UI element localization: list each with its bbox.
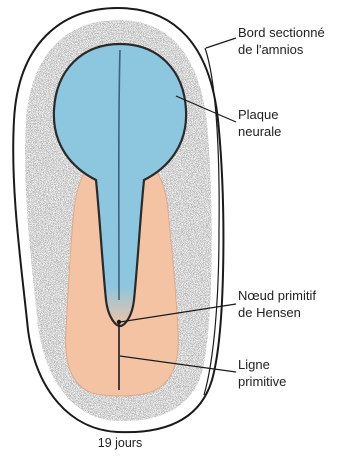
label-amnion-edge: Bord sectionné de l'amnios <box>238 24 325 58</box>
label-hensen-node-line1: Nœud primitif <box>238 287 316 304</box>
label-primitive-line-line2: primitive <box>238 373 286 390</box>
label-hensen-node: Nœud primitif de Hensen <box>238 287 316 321</box>
label-neural-plate: Plaque neurale <box>238 106 281 140</box>
label-primitive-line-line1: Ligne <box>238 356 286 373</box>
leader-amnion-edge <box>206 38 236 48</box>
label-neural-plate-line1: Plaque <box>238 106 281 123</box>
label-amnion-edge-line2: de l'amnios <box>238 41 325 58</box>
label-primitive-line: Ligne primitive <box>238 356 286 390</box>
figure-caption: 19 jours <box>0 436 240 450</box>
label-neural-plate-line2: neurale <box>238 123 281 140</box>
label-amnion-edge-line1: Bord sectionné <box>238 24 325 41</box>
label-hensen-node-line2: de Hensen <box>238 304 316 321</box>
